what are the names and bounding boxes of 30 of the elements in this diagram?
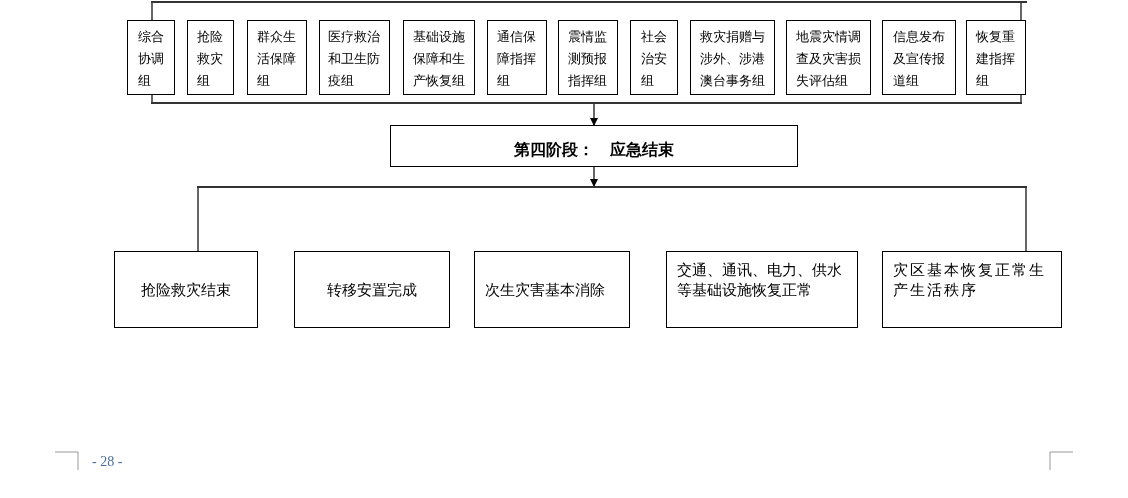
outcome-box: 灾区基本恢复正常生产生活秩序	[882, 251, 1062, 328]
group-box: 群众生活保障组	[247, 20, 307, 95]
outcome-box: 转移安置完成	[294, 251, 450, 328]
connector-line	[1020, 2, 1022, 21]
group-box: 恢复重建指挥组	[966, 20, 1026, 95]
connector-line	[1025, 187, 1027, 252]
connector-line	[197, 187, 199, 252]
arrow	[590, 103, 598, 126]
stage-box: 第四阶段： 应急结束	[390, 125, 798, 167]
group-box: 地震灾情调查及灾害损失评估组	[786, 20, 871, 95]
connector-line	[151, 94, 153, 103]
group-box: 综合协调组	[127, 20, 175, 95]
group-box: 医疗救治和卫生防疫组	[319, 20, 390, 95]
connector-line	[151, 2, 153, 21]
group-box: 救灾捐赠与涉外、涉港澳台事务组	[690, 20, 775, 95]
group-box: 通信保障指挥组	[487, 20, 547, 95]
page-number: - 28 -	[92, 454, 123, 470]
group-box: 社会治安组	[630, 20, 678, 95]
group-box: 信息发布及宣传报道组	[882, 20, 956, 95]
bus-line	[151, 1, 1027, 3]
group-box: 基础设施保障和生产恢复组	[403, 20, 475, 95]
bus-line	[197, 186, 1027, 188]
bus-line	[151, 102, 1022, 104]
group-box: 震情监测预报指挥组	[558, 20, 618, 95]
group-box: 抢险救灾组	[187, 20, 234, 95]
arrow	[590, 166, 598, 187]
outcome-box: 交通、通讯、电力、供水等基础设施恢复正常	[666, 251, 858, 328]
outcome-box: 抢险救灾结束	[114, 251, 258, 328]
connector-line	[1020, 94, 1022, 103]
outcome-box: 次生灾害基本消除	[474, 251, 630, 328]
